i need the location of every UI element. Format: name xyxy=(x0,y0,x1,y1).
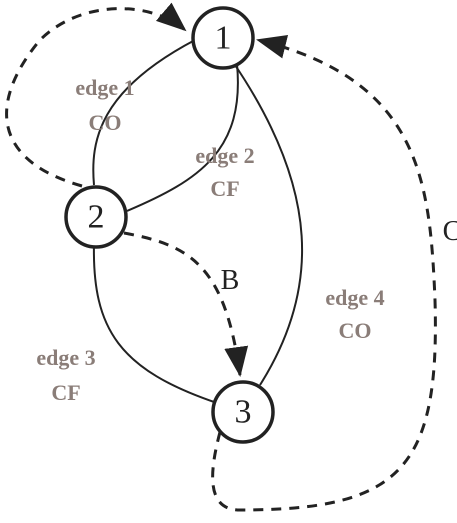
path-b-label: B xyxy=(221,265,240,296)
edge-2-name: edge 2 xyxy=(195,143,254,168)
edge-3-type: CF xyxy=(51,380,80,405)
edge-3-name: edge 3 xyxy=(36,345,95,370)
node-1: 1 xyxy=(191,6,255,70)
path-c-dashed xyxy=(211,35,437,512)
node-3-label: 3 xyxy=(235,394,252,431)
path-c-label: C xyxy=(443,216,457,247)
node-2-label: 2 xyxy=(88,199,105,236)
node-3: 3 xyxy=(211,380,275,444)
edge-1-line xyxy=(92,39,196,186)
edge-1-type: CO xyxy=(89,110,122,135)
edge-4-line xyxy=(232,61,304,386)
edge-2-line xyxy=(126,63,239,212)
edge-4-name: edge 4 xyxy=(325,285,384,310)
node-1-label: 1 xyxy=(215,20,232,57)
node-2: 2 xyxy=(64,185,128,249)
edge-4-type: CO xyxy=(339,318,372,343)
edge-1-name: edge 1 xyxy=(75,75,134,100)
edge-2-type: CF xyxy=(210,176,239,201)
edge-3-line xyxy=(92,242,218,404)
path-b-dashed xyxy=(123,231,249,377)
